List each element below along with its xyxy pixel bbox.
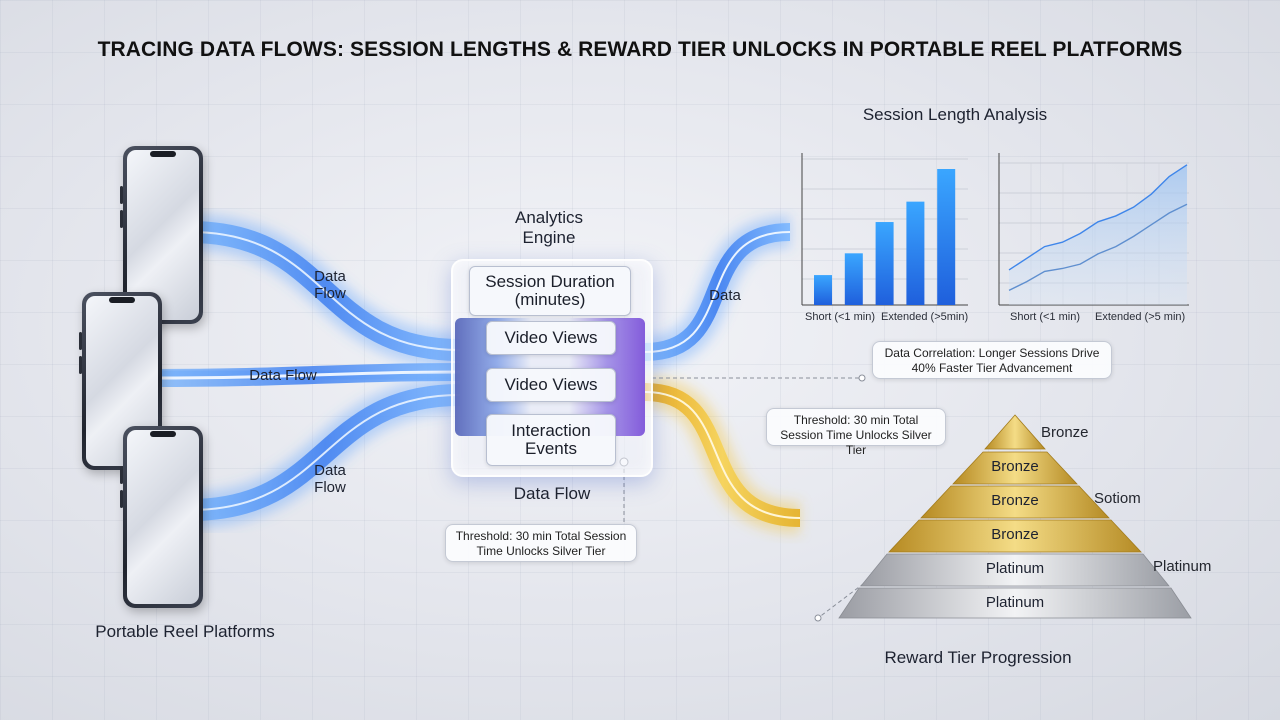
- pyramid-tier-5: [838, 587, 1192, 619]
- pyramid-side-label-bronze: Bronze: [1041, 424, 1089, 441]
- session-line-chart: [998, 153, 1189, 306]
- pyramid-side-label-platinum: Platinum: [1153, 558, 1212, 575]
- session-bar-chart: [801, 153, 968, 306]
- pyramid-apex: [984, 414, 1046, 450]
- bar-chart-tick-right: Extended (>5min): [881, 311, 969, 323]
- pyramid-tier-4: [860, 553, 1170, 587]
- flow-label-bottom: Data Flow: [314, 462, 346, 496]
- engine-box-video-views-2: Video Views: [486, 368, 616, 402]
- bar-4: [906, 201, 925, 305]
- flow-label-out: Data: [709, 287, 741, 304]
- pyramid-tier-label-2: Bronze: [991, 492, 1039, 509]
- flow-label-engine-bottom: Data Flow: [513, 484, 591, 503]
- pyramid-tier-2: [920, 485, 1110, 519]
- bar-chart-tick-left: Short (<1 min): [805, 311, 875, 323]
- bar-2: [844, 253, 863, 305]
- engine-box-interaction-events: Interaction Events: [486, 414, 616, 466]
- bar-1: [814, 275, 832, 305]
- line-chart-tick-left: Short (<1 min): [1010, 311, 1080, 323]
- engine-box-video-views-1: Video Views: [486, 321, 616, 355]
- threshold-callout-right: Threshold: 30 min Total Session Time Unl…: [766, 408, 946, 457]
- session-analysis-title: Session Length Analysis: [862, 105, 1048, 124]
- flow-middle: [149, 355, 461, 395]
- pyramid-tier-1: [952, 451, 1078, 485]
- reward-pyramid: [838, 414, 1192, 619]
- correlation-callout: Data Correlation: Longer Sessions Drive …: [872, 341, 1112, 379]
- pyramid-tier-label-4: Platinum: [985, 560, 1045, 577]
- flow-out-blue: [644, 216, 791, 368]
- flow-label-middle: Data Flow: [249, 367, 317, 384]
- line-chart-tick-right: Extended (>5 min): [1095, 311, 1186, 323]
- pyramid-side-label-sotiom: Sotiom: [1094, 490, 1141, 507]
- engine-title: Analytics Engine: [514, 208, 584, 247]
- line-series-2: [1008, 203, 1188, 292]
- engine-box-session-duration: Session Duration (minutes): [469, 266, 631, 316]
- bar-5: [937, 169, 956, 305]
- pyramid-tier-label-1: Bronze: [991, 458, 1039, 475]
- platforms-label: Portable Reel Platforms: [95, 622, 275, 641]
- phone-bottom: [120, 426, 203, 608]
- pyramid-tier-label-5: Platinum: [985, 594, 1045, 611]
- flow-label-top: Data Flow: [314, 268, 346, 302]
- pyramid-title: Reward Tier Progression: [884, 648, 1072, 667]
- flow-bottom: [189, 377, 461, 528]
- threshold-callout-left: Threshold: 30 min Total Session Time Unl…: [445, 524, 637, 562]
- flow-out-gold: [644, 376, 801, 534]
- flow-top: [189, 214, 461, 368]
- bar-3: [875, 222, 894, 305]
- phone-top: [120, 146, 203, 324]
- pyramid-tier-3: [888, 519, 1142, 553]
- pyramid-tier-label-3: Bronze: [991, 526, 1039, 543]
- line-series-1: [1008, 164, 1188, 271]
- page-title: TRACING DATA FLOWS: SESSION LENGTHS & RE…: [97, 38, 1183, 61]
